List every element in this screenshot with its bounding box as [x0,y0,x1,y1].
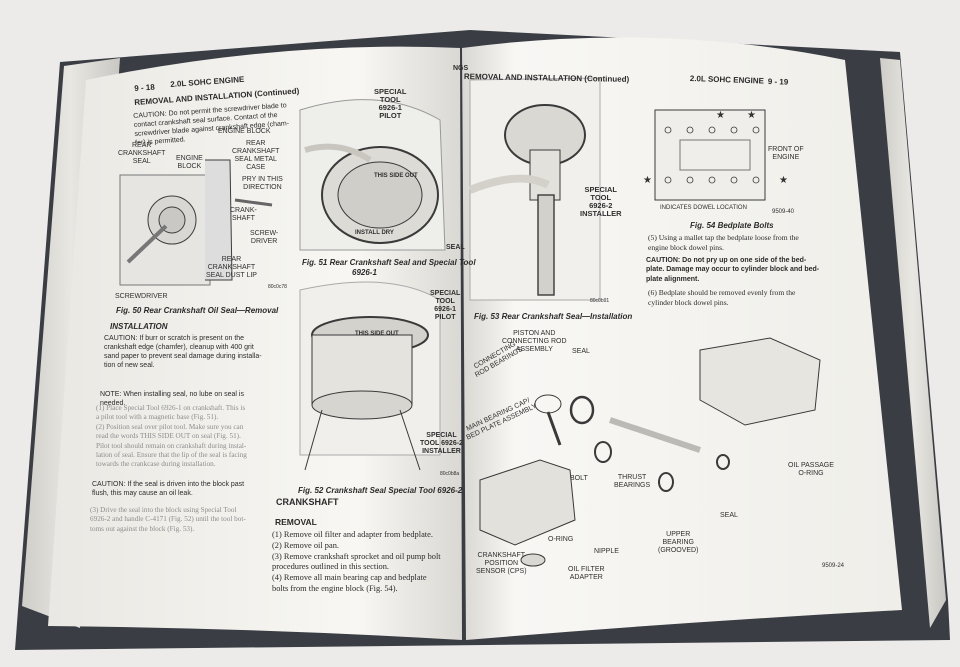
fig51-label-install-dry: INSTALL DRY [355,230,394,236]
fig50-label-crankshaft: CRANK-SHAFT [230,207,257,222]
fig50-label-screwdriver: SCREWDRIVER [115,293,168,300]
dowel-star-4: ★ [643,175,652,186]
fig51-label-seal: SEAL [446,244,465,251]
fig53-code: 80c0b91 [590,298,610,304]
fig54-drawing [654,109,766,201]
fig50-label-screwdriver-side: SCREW-DRIVER [250,230,279,245]
exploded-view-drawing [479,337,821,567]
exploded-label-nipple: NIPPLE [594,548,619,555]
left-header-page: 9 - 18 [134,82,156,93]
fig52-caption: Fig. 52 Crankshaft Seal Special Tool 692… [298,486,463,495]
fig52-code: 80c0b8a [440,471,460,477]
fig53-caption: Fig. 53 Rear Crankshaft Seal—Installatio… [474,312,633,321]
dowel-star-3: ★ [779,175,788,186]
removal-steps: (1) Remove oil filter and adapter from b… [272,530,441,593]
exploded-label-bolt: BOLT [570,475,588,482]
dowel-star-1: ★ [716,110,725,121]
fig51-label-side-out: THIS SIDE OUT [374,173,418,179]
exploded-code: 9509-24 [822,563,845,569]
right-corner-fragment: NGS [453,65,469,72]
fig52-label-side-out: THIS SIDE OUT [355,331,399,337]
left-note: NOTE: When installing seal, no lube on s… [100,391,244,407]
fig51-caption-line2: 6926-1 [352,268,377,277]
right-text-5: (5) Using a mallet tap the bedplate loos… [648,233,799,252]
right-text-6: (6) Bedplate should be removed evenly fr… [648,288,796,307]
fig51-caption-line1: Fig. 51 Rear Crankshaft Seal and Special… [302,258,476,267]
fig54-code: 9509-40 [772,209,795,215]
left-caution-3: CAUTION: If the seal is driven into the … [92,481,245,497]
fig50-drawing [119,159,273,286]
installation-heading: INSTALLATION [110,322,168,331]
left-steps: (1) Place Special Tool 6926-1 on cranksh… [96,404,247,469]
exploded-label-o-ring: O-RING [548,536,574,543]
left-step3: (3) Drive the seal into the block using … [90,506,246,533]
right-caution-4: CAUTION: Do not pry up on one side of th… [646,257,820,283]
fig50-code: 80c0c78 [268,284,287,290]
fig50-label-engine-block-top: ENGINE BLOCK [218,128,271,135]
fig52-drawing [299,281,441,471]
left-caution-2: CAUTION: If burr or scratch is present o… [104,335,262,369]
fig54-caption: Fig. 54 Bedplate Bolts [690,221,774,230]
crankshaft-heading: CRANKSHAFT [276,497,339,507]
page-edges-right [880,58,946,628]
fig50-caption: Fig. 50 Rear Crankshaft Oil Seal—Removal [116,306,279,315]
right-header-page: 9 - 19 [767,77,789,87]
dowel-star-2: ★ [747,110,756,121]
exploded-label-seal-bottom: SEAL [720,512,738,519]
exploded-label-seal-top: SEAL [572,348,590,355]
removal-heading: REMOVAL [275,517,317,527]
fig51-drawing [299,99,446,251]
fig54-label-dowel: INDICATES DOWEL LOCATION [660,205,747,211]
fig53-drawing [468,77,601,301]
